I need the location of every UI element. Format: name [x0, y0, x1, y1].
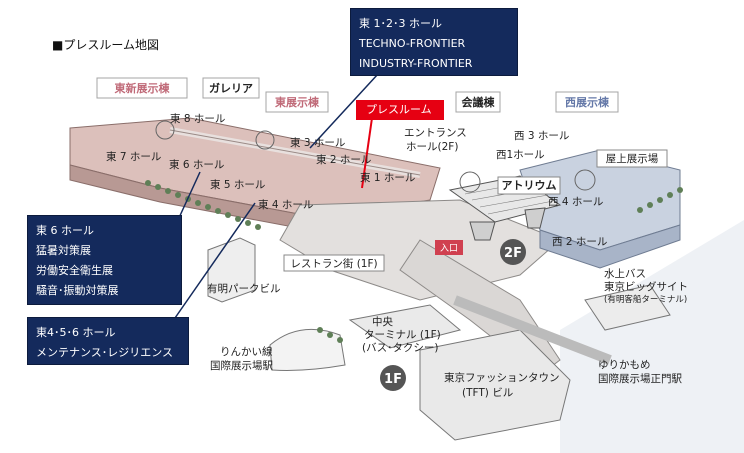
- entrance-label-line2: ホール(2F): [406, 141, 458, 153]
- terminal-label-line2: ターミナル (1F): [364, 329, 441, 341]
- callout-east456: 東4･5･6 ホール メンテナンス･レジリエンス: [27, 317, 189, 365]
- hall-e8-label: 東 8 ホール: [170, 112, 225, 125]
- rinkai-label-line1: りんかい線: [220, 345, 273, 358]
- floor-1f-label: 1F: [384, 372, 402, 387]
- yurikamome-track: [453, 295, 612, 365]
- restaurant-box: [283, 254, 385, 272]
- conference-box: [455, 91, 501, 113]
- hall-w1-label: 西1ホール: [496, 149, 545, 161]
- floor-1f-badge: [380, 365, 406, 391]
- leader-east123: [309, 73, 379, 149]
- hall-e2-label: 東 2 ホール: [316, 153, 371, 166]
- callout-east123-line3: INDUSTRY-FRONTIER: [359, 57, 473, 70]
- rinkai-label-line2: 国際展示場駅: [210, 359, 273, 372]
- hall-e6-label: 東 6 ホール: [169, 158, 224, 171]
- ariake-label: 有明パークビル: [207, 282, 281, 295]
- hall-e5-label: 東 5 ホール: [210, 178, 265, 191]
- leader-east456: [174, 202, 256, 319]
- trees: [145, 180, 683, 343]
- rinkai-station: [269, 328, 346, 371]
- leader-pressroom: [361, 117, 373, 189]
- west-building-box: [555, 91, 619, 113]
- callout-east123-line1: 東 1･2･3 ホール: [359, 17, 442, 30]
- callout-east6: 東 6 ホール 猛暑対策展 労働安全衛生展 騒音･振動対策展: [27, 215, 182, 305]
- atrium-box: [497, 176, 561, 195]
- galleria-box: [202, 77, 260, 99]
- callout-east6-line3: 労働安全衛生展: [36, 264, 113, 277]
- hall-e1-label: 東 1 ホール: [360, 171, 415, 184]
- restaurant-label: レストラン街 (1F): [290, 257, 377, 270]
- east-building-box: [265, 91, 329, 113]
- hall-w3-label: 西 3 ホール: [514, 130, 569, 142]
- sea-area: [560, 220, 744, 453]
- hall-e4-label: 東 4 ホール: [258, 198, 313, 211]
- west-building-side: [539, 224, 681, 269]
- callout-east6-line1: 東 6 ホール: [36, 224, 94, 237]
- hall-e7-label: 東 7 ホール: [106, 150, 161, 163]
- galleria-label: ガレリア: [209, 81, 253, 95]
- conference-legs: [469, 207, 546, 241]
- waterbus-terminal: [584, 284, 671, 331]
- east-new-building-box: [96, 77, 188, 99]
- entrance-label-line1: エントランス: [404, 127, 467, 139]
- callout-east456-line2: メンテナンス･レジリエンス: [36, 346, 174, 359]
- hall-e3-label: 東 3 ホール: [290, 136, 345, 149]
- terminal-label-line3: (バス･タクシー): [362, 342, 438, 354]
- galleria-ridge-edge: [169, 129, 421, 176]
- floor-2f-label: 2F: [504, 246, 522, 261]
- floor-2f-badge: [500, 239, 526, 265]
- callout-east123-line2: TECHNO-FRONTIER: [359, 37, 466, 50]
- rooftop-box: [596, 149, 668, 168]
- callout-east456-line1: 東4･5･6 ホール: [36, 326, 116, 339]
- conference-label: 会議棟: [462, 95, 496, 109]
- callout-east6-line2: 猛暑対策展: [36, 244, 91, 257]
- hall-w4-label: 西 4 ホール: [548, 196, 603, 208]
- callout-east6-line4: 騒音･振動対策展: [36, 284, 119, 297]
- map-caption: ■プレスルーム地図: [52, 38, 159, 52]
- rooftop-label: 屋上展示場: [606, 152, 659, 165]
- yurikamome-label-line1: ゆりかもめ: [598, 359, 651, 371]
- west-building-label: 西展示棟: [565, 95, 610, 109]
- entry-tag: [435, 240, 463, 255]
- waterbus-label-line2: 東京ビッグサイト: [604, 280, 688, 293]
- east-new-building-label: 東新展示棟: [115, 81, 171, 95]
- entry-label: 入口: [440, 243, 458, 254]
- hall-w2-label: 西 2 ホール: [552, 236, 607, 248]
- terminal-label-line1: 中央: [372, 315, 393, 328]
- leader-east6: [177, 171, 201, 221]
- terminal-building: [348, 304, 462, 349]
- tft-label-line2: (TFT) ビル: [462, 387, 513, 399]
- waterbus-label-line1: 水上バス: [604, 268, 646, 280]
- waterbus-label-line3: (有明客船ターミナル): [604, 294, 687, 305]
- pressroom-tag: プレスルーム: [356, 100, 444, 120]
- tft-label-line1: 東京ファッションタウン: [444, 371, 560, 384]
- hall-markers: [155, 120, 596, 193]
- east-building-label: 東展示棟: [275, 95, 320, 109]
- atrium-label: アトリウム: [502, 179, 557, 192]
- yurikamome-label-line2: 国際展示場正門駅: [598, 372, 682, 385]
- callout-east123: 東 1･2･3 ホール TECHNO-FRONTIER INDUSTRY-FRO…: [350, 8, 518, 76]
